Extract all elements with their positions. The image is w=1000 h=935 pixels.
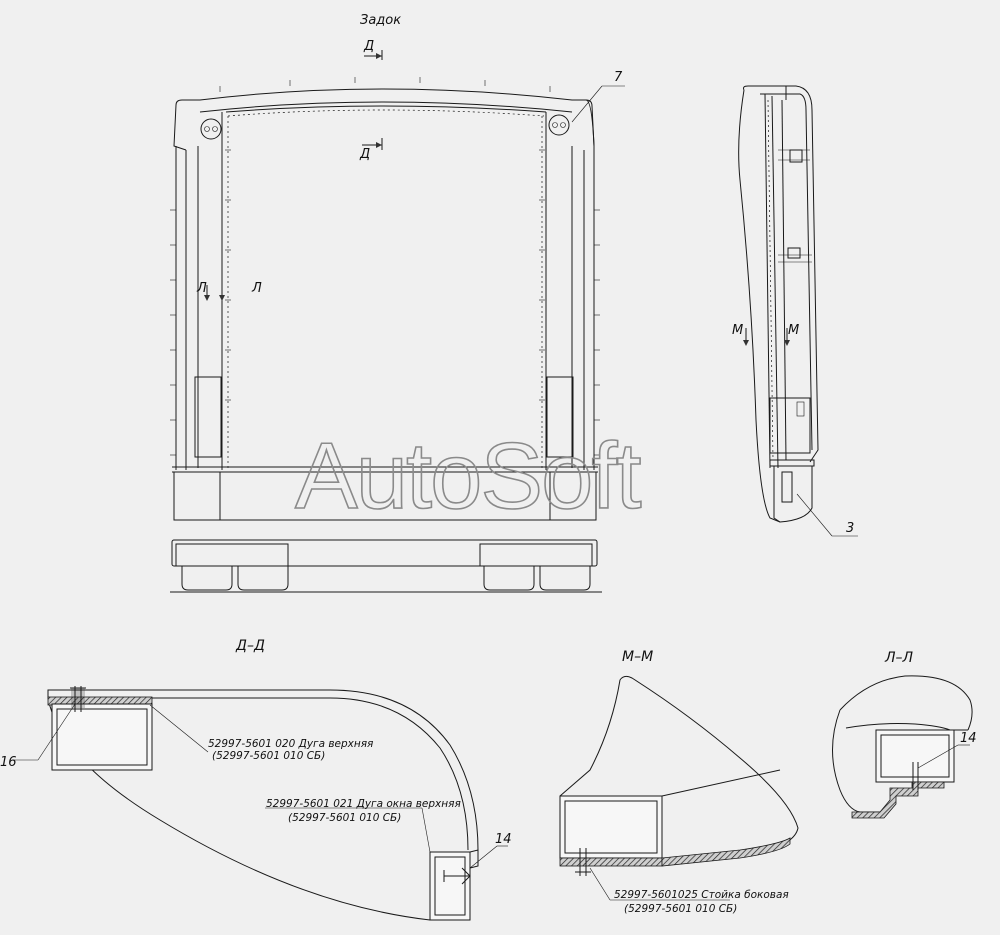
- callout-14-ll: 14: [960, 731, 977, 746]
- section-mm: [559, 675, 799, 901]
- cut-label-m-left: М: [732, 323, 743, 338]
- section-dd-title: Д–Д: [235, 638, 265, 654]
- cut-label-d-top: Д: [363, 39, 374, 54]
- caption-side-post-line1: 52997-5601025 Стойка боковая: [614, 889, 789, 901]
- side-view: [738, 85, 858, 537]
- watermark: AutoSoft: [295, 423, 641, 528]
- section-dd: [14, 686, 508, 921]
- cut-label-l-left: Л: [196, 281, 207, 296]
- rear-view: [170, 50, 625, 593]
- callout-7: 7: [614, 70, 623, 85]
- main-view-title: Задок: [360, 13, 401, 28]
- callout-3: 3: [846, 521, 854, 536]
- callout-16: 16: [0, 755, 17, 770]
- caption-upper-arc-line1: 52997-5601 020 Дуга верхняя: [208, 738, 373, 750]
- caption-upper-arc-line2: (52997-5601 010 СБ): [212, 750, 325, 762]
- caption-window-arc-line1: 52997-5601 021 Дуга окна верхняя: [266, 798, 461, 810]
- cut-mark-l: [204, 285, 225, 301]
- callout-14-dd: 14: [495, 832, 512, 847]
- cut-mark-d-mid: [362, 138, 383, 150]
- cut-label-d-mid: Д: [359, 147, 370, 162]
- caption-window-arc-line2: (52997-5601 010 СБ): [288, 812, 401, 824]
- cut-label-m-right: М: [788, 323, 799, 338]
- section-ll-title: Л–Л: [884, 650, 914, 666]
- cut-label-l-right: Л: [251, 281, 262, 296]
- section-mm-title: М–М: [622, 649, 653, 665]
- caption-side-post-line2: (52997-5601 010 СБ): [624, 903, 737, 915]
- cut-mark-d-top: [364, 50, 383, 60]
- section-ll: [832, 675, 973, 819]
